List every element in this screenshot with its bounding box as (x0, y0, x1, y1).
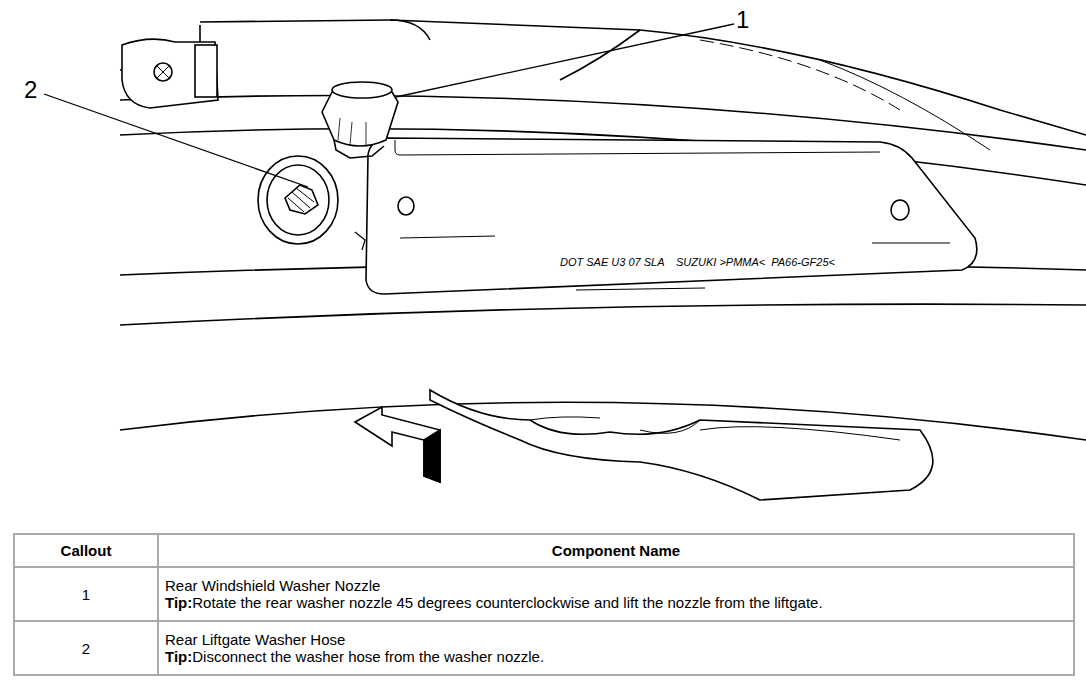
tip-text: Disconnect the washer hose from the wash… (192, 648, 544, 665)
header-text: Callout (61, 542, 112, 559)
tip-text: Rotate the rear washer nozzle 45 degrees… (192, 594, 822, 611)
callout-number: 2 (24, 76, 37, 104)
part-imprint: PA66-GF25< (771, 256, 835, 268)
callout-number: 1 (736, 6, 749, 34)
tip-label: Tip: (165, 594, 192, 611)
header-cell: Callout (14, 534, 158, 567)
component-name: Rear Windshield Washer Nozzle (165, 577, 380, 594)
tip-label: Tip: (165, 648, 192, 665)
component-line: Rear Liftgate Washer Hose (165, 631, 1067, 648)
table-row: 2 Rear Liftgate Washer HoseTip:Disconnect… (14, 621, 1074, 675)
part-imprint: DOT SAE U3 07 SLA (560, 256, 665, 268)
part-imprint: SUZUKI >PMMA< (676, 256, 765, 268)
tip-line: Tip:Rotate the rear washer nozzle 45 deg… (165, 594, 1067, 611)
callout-number: 1 (82, 586, 90, 603)
component-name: Rear Liftgate Washer Hose (165, 631, 345, 648)
callout-cell: 2 (14, 621, 158, 675)
tip-line: Tip:Disconnect the washer hose from the … (165, 648, 1067, 665)
component-cell: Rear Liftgate Washer HoseTip:Disconnect … (158, 621, 1074, 675)
component-cell: Rear Windshield Washer NozzleTip:Rotate … (158, 567, 1074, 621)
callout-cell: 1 (14, 567, 158, 621)
component-table: Callout Component Name 1 Rear Windshield Wa… (13, 533, 1075, 676)
header-text: Component Name (552, 542, 680, 559)
table-header-row: Callout Component Name (14, 534, 1074, 567)
header-cell: Component Name (158, 534, 1074, 567)
component-line: Rear Windshield Washer Nozzle (165, 577, 1067, 594)
callout-number: 2 (82, 640, 90, 657)
table-row: 1 Rear Windshield Washer NozzleTip:Rotate… (14, 567, 1074, 621)
